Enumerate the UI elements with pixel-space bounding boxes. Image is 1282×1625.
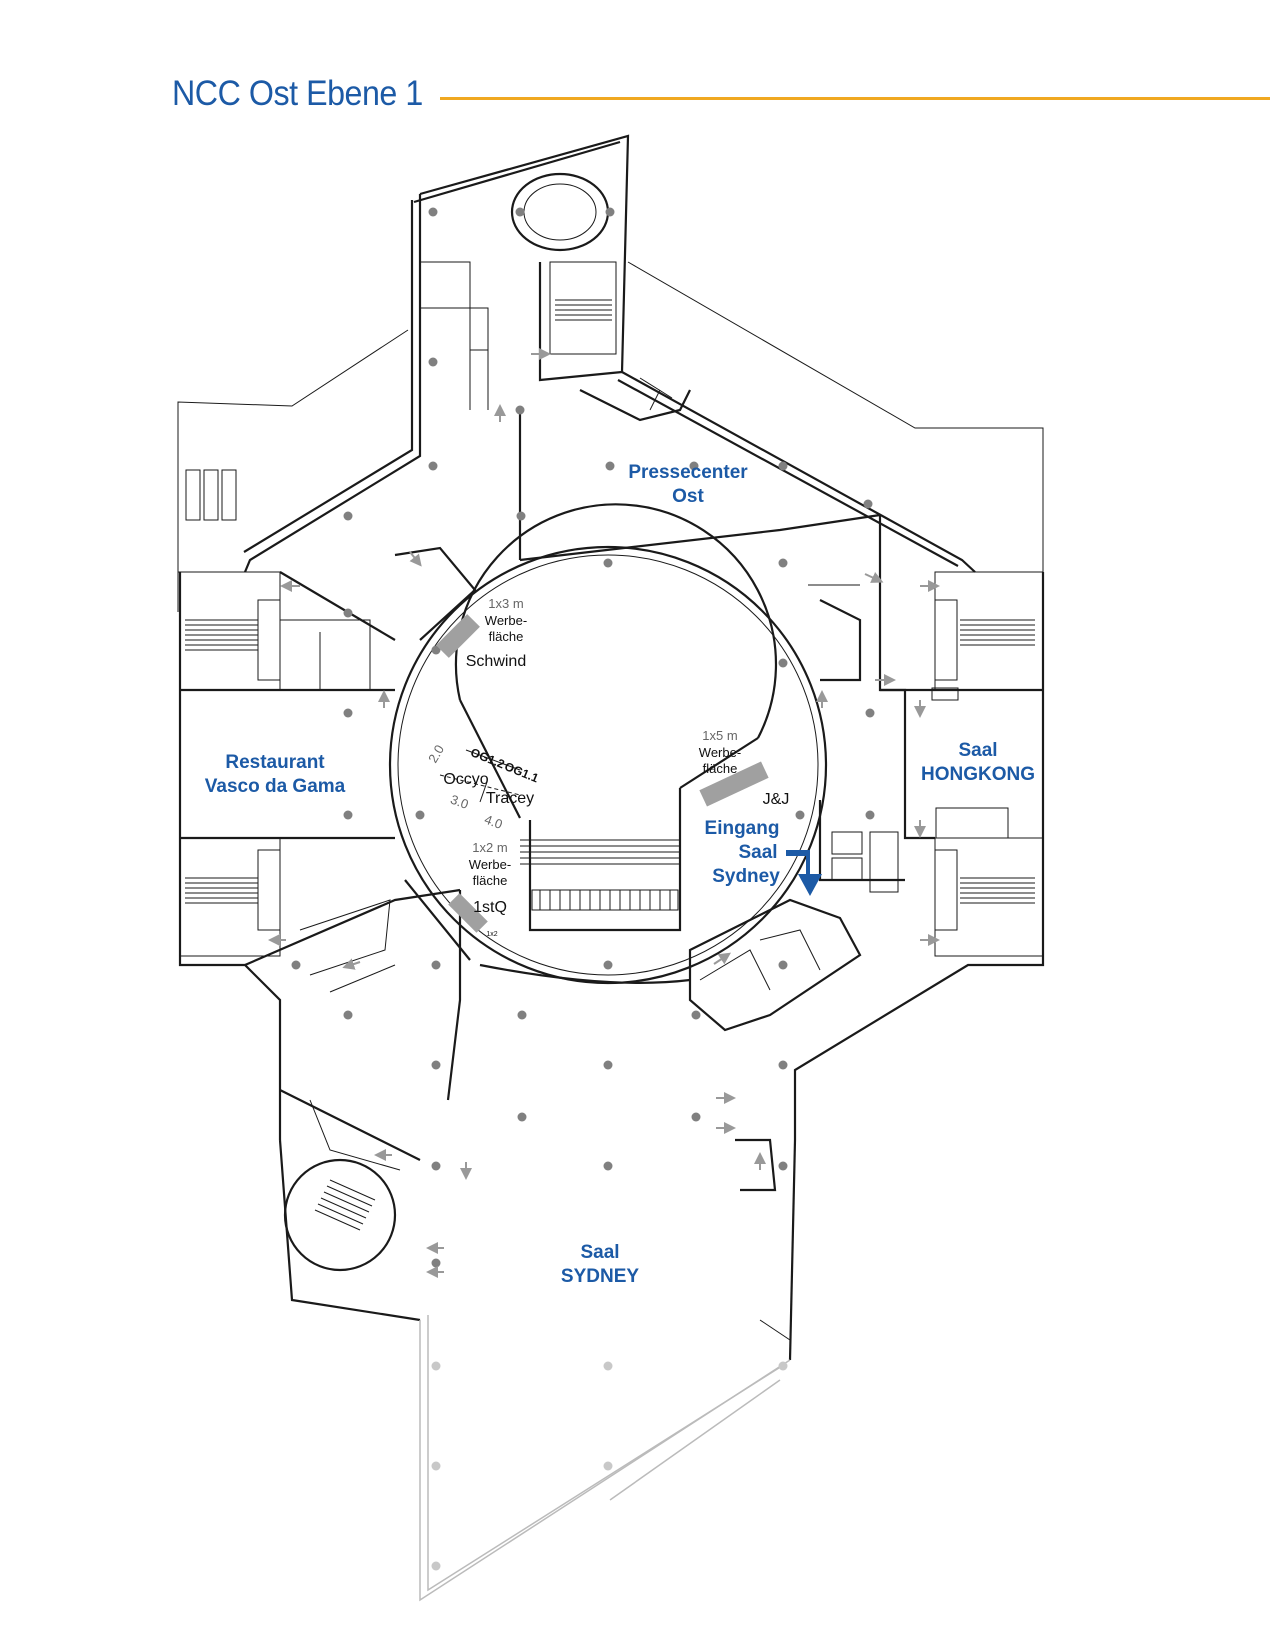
entrance-label-3: Sydney <box>712 866 780 887</box>
booth-dim-2-0: 2.0 <box>425 742 447 765</box>
room-label-hongkong-2: HONGKONG <box>921 764 1035 785</box>
columns <box>291 207 875 1571</box>
booth-exhibitor-tracey: Tracey <box>486 790 534 807</box>
adv-label-schwind: Werbe- <box>485 613 527 628</box>
page-title: NCC Ost Ebene 1 <box>172 74 423 113</box>
rotunda <box>388 503 828 985</box>
adv-size-jj: 1x5 m <box>702 728 737 743</box>
stairs-left-lower <box>179 837 281 957</box>
exhibitor-1stq: 1stQ <box>473 899 507 916</box>
advertising-area-schwind <box>436 614 480 658</box>
booth-dim-3-0: 3.0 <box>448 792 470 812</box>
booth-outlines <box>439 749 521 803</box>
exhibitor-jj: J&J <box>763 791 790 808</box>
booth-code-og1-2: OG1.2 <box>468 745 506 771</box>
adv-size-1stq: 1x2 m <box>472 840 507 855</box>
adv-tag-1stq: 1x2 <box>486 931 497 938</box>
north-tower <box>420 172 691 422</box>
direction-arrows <box>268 348 940 1278</box>
room-label-hongkong: Saal <box>958 740 997 761</box>
advertising-area-1stq <box>448 893 488 933</box>
adv-label-1stq-2: fläche <box>473 873 508 888</box>
room-label-pressecenter: Pressecenter <box>628 462 748 483</box>
booth-exhibitor-occyo: Occyo <box>443 771 488 788</box>
room-label-pressecenter-2: Ost <box>672 486 704 507</box>
booth-dim-4-0: 4.0 <box>482 812 504 832</box>
entrance-arrow <box>786 850 822 896</box>
adv-label-jj-2: fläche <box>703 761 738 776</box>
adv-label-1stq: Werbe- <box>469 857 511 872</box>
entrance-label-2: Saal <box>738 842 777 863</box>
adv-label-jj: Werbe- <box>699 745 741 760</box>
stairs-right-lower <box>934 837 1044 957</box>
room-label-restaurant-2: Vasco da Gama <box>205 776 346 797</box>
advertising-area-jj <box>699 761 769 807</box>
stairs-right-upper <box>934 571 1044 691</box>
title-rule <box>440 97 1270 100</box>
room-label-restaurant: Restaurant <box>225 752 325 773</box>
stairs-left-upper <box>179 571 281 691</box>
exhibitor-schwind: Schwind <box>466 653 526 670</box>
exterior-wall <box>178 134 1045 1602</box>
entrance-label: Eingang <box>705 818 780 839</box>
room-label-sydney: Saal <box>580 1242 619 1263</box>
elevator-left-terrace <box>185 469 237 521</box>
room-label-sydney-2: SYDNEY <box>561 1266 639 1287</box>
booth-code-og1-1: OG1.1 <box>502 759 540 785</box>
adv-size-schwind: 1x3 m <box>488 596 523 611</box>
adv-label-schwind-2: fläche <box>489 629 524 644</box>
